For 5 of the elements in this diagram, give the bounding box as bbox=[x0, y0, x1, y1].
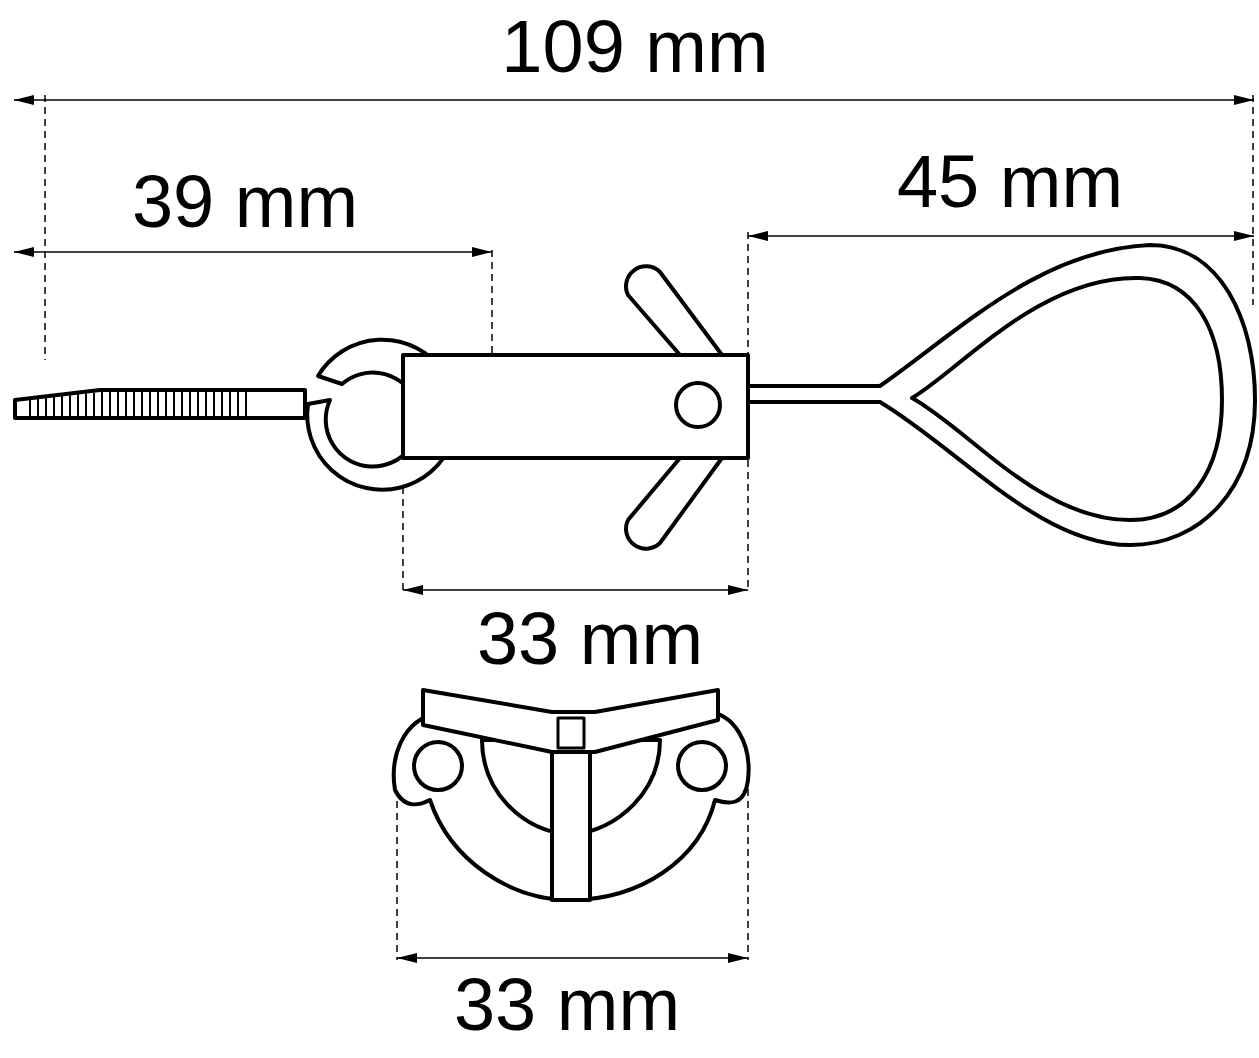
dimension-label: 45 mm bbox=[896, 145, 1124, 219]
dimension-label: 33 mm bbox=[476, 602, 704, 676]
dimension-label: 109 mm bbox=[501, 10, 769, 84]
dimension-label: 33 mm bbox=[453, 968, 681, 1042]
dimension-label: 39 mm bbox=[131, 165, 359, 239]
